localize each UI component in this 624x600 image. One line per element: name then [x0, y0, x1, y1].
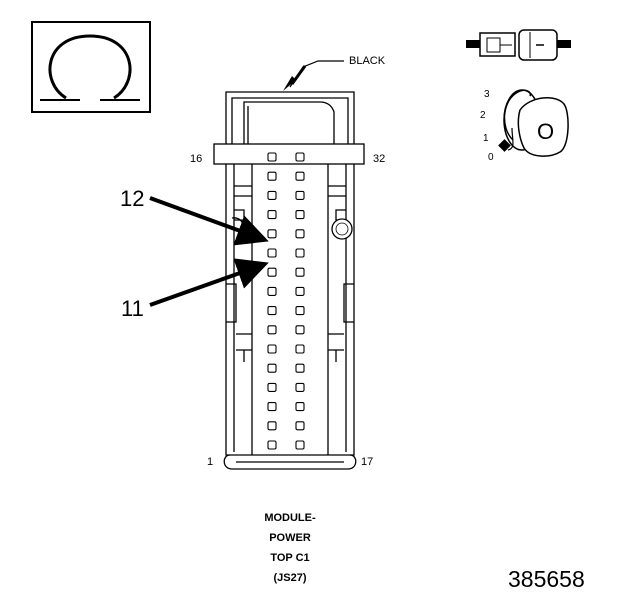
key-position-0: 0	[488, 152, 494, 163]
connector-side-view-icon	[466, 29, 571, 61]
terminal-cavity	[267, 248, 277, 258]
callout-11-label: 11	[121, 296, 144, 321]
key-letter: O	[537, 119, 554, 144]
terminal-cavity	[295, 344, 305, 354]
terminal-cavity	[295, 325, 305, 335]
connector-body	[213, 91, 365, 470]
terminal-cavity	[267, 190, 277, 200]
pin-label-top-right: 32	[373, 153, 386, 165]
terminal-cavity	[295, 440, 305, 450]
terminal-cavity	[267, 267, 277, 277]
terminal-cavity	[267, 363, 277, 373]
terminal-cavities	[267, 152, 305, 450]
terminal-cavity	[267, 440, 277, 450]
caption-line-2: POWER	[269, 532, 311, 544]
figure-number: 385658	[508, 566, 585, 592]
terminal-cavity	[295, 190, 305, 200]
pin-label-top-left: 16	[190, 153, 203, 165]
terminal-cavity	[295, 152, 305, 162]
terminal-cavity	[295, 306, 305, 316]
pin-label-bottom-left: 1	[207, 456, 214, 468]
terminal-cavity	[267, 171, 277, 181]
terminal-cavity	[295, 229, 305, 239]
terminal-cavity	[295, 363, 305, 373]
key-position-2: 2	[480, 110, 486, 121]
right-latch-button-icon	[331, 218, 353, 240]
terminal-cavity	[267, 402, 277, 412]
terminal-cavity	[295, 248, 305, 258]
key-cylinder-icon	[498, 89, 569, 157]
callout-12-label: 12	[120, 186, 145, 211]
caption-line-4: (JS27)	[273, 572, 307, 584]
caption-line-3: TOP C1	[270, 552, 310, 564]
terminal-cavity	[267, 229, 277, 239]
terminal-cavity	[267, 306, 277, 316]
key-position-3: 3	[484, 89, 490, 100]
terminal-cavity	[295, 382, 305, 392]
terminal-cavity	[267, 152, 277, 162]
terminal-cavity	[267, 286, 277, 296]
terminal-cavity	[267, 421, 277, 431]
terminal-cavity	[295, 267, 305, 277]
terminal-cavity	[295, 210, 305, 220]
caption-line-1: MODULE-	[264, 512, 316, 524]
callout-arrow-12	[149, 196, 269, 246]
connector-caption: MODULE- POWER TOP C1 (JS27)	[230, 508, 350, 588]
omega-symbol-icon	[31, 21, 151, 113]
terminal-cavity	[295, 286, 305, 296]
terminal-cavity	[267, 382, 277, 392]
callout-arrow-11	[149, 258, 269, 307]
key-position-1: 1	[483, 133, 489, 144]
terminal-cavity	[295, 171, 305, 181]
terminal-cavity	[295, 421, 305, 431]
wire-color-leader	[283, 60, 344, 91]
terminal-cavity	[267, 210, 277, 220]
terminal-cavity	[267, 344, 277, 354]
wire-color-label: BLACK	[349, 55, 386, 67]
terminal-cavity	[267, 325, 277, 335]
pin-label-bottom-right: 17	[361, 456, 374, 468]
terminal-cavity	[295, 402, 305, 412]
